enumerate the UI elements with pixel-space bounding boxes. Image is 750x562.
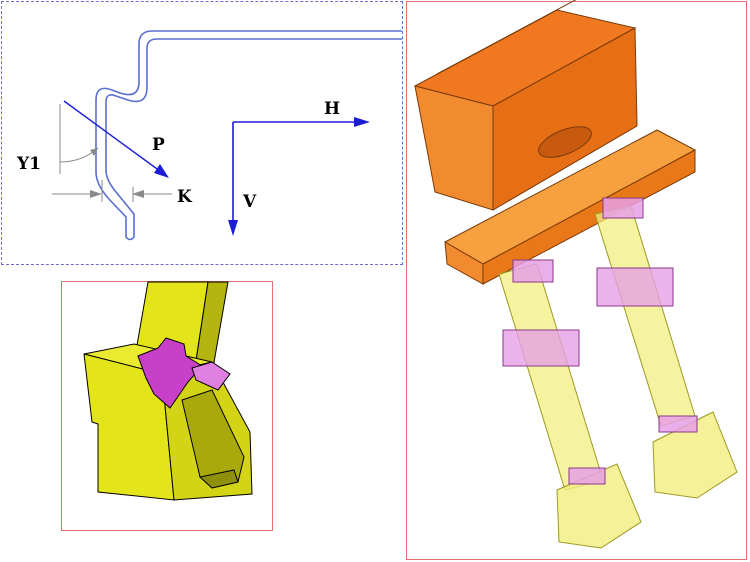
h-arrow-head [354,117,370,127]
assembly-render [413,0,738,549]
detail-panel [61,281,273,531]
p-direction-line [63,100,165,175]
head-rib-lines [436,0,577,75]
k-arrow-right [132,190,144,198]
base-plate-side [482,149,696,285]
head-window [538,126,592,158]
clamp-right-lower [658,415,698,433]
left-foot [556,463,642,549]
p-label: P [152,135,165,155]
clamp-right-upper [602,197,644,219]
detail-render [83,281,253,501]
left-rod [498,263,604,491]
clamp-left-middle [502,329,580,367]
clamp-left-upper [512,259,554,283]
pipe-profile [95,30,402,241]
assembly-panel [406,0,747,560]
k-arrow-left [90,190,102,198]
clamp-left-lower [568,467,606,485]
head-side [492,27,638,211]
right-rod [594,205,696,427]
insert-light [191,361,231,391]
right-foot [652,411,738,499]
v-arrow-head [228,220,238,236]
y1-label: Y1 [16,154,41,174]
clamp-right-middle [596,267,674,307]
sketch-panel: H V P K Y1 [1,1,403,265]
k-label: K [177,187,193,207]
h-label: H [324,99,340,119]
guide-slot-floor [198,469,239,489]
profile-sketch: H V P K Y1 [16,30,402,241]
p-arrow-head [154,164,169,178]
v-label: V [242,192,257,212]
y1-arrow-head [90,148,98,156]
head-front [414,85,494,211]
